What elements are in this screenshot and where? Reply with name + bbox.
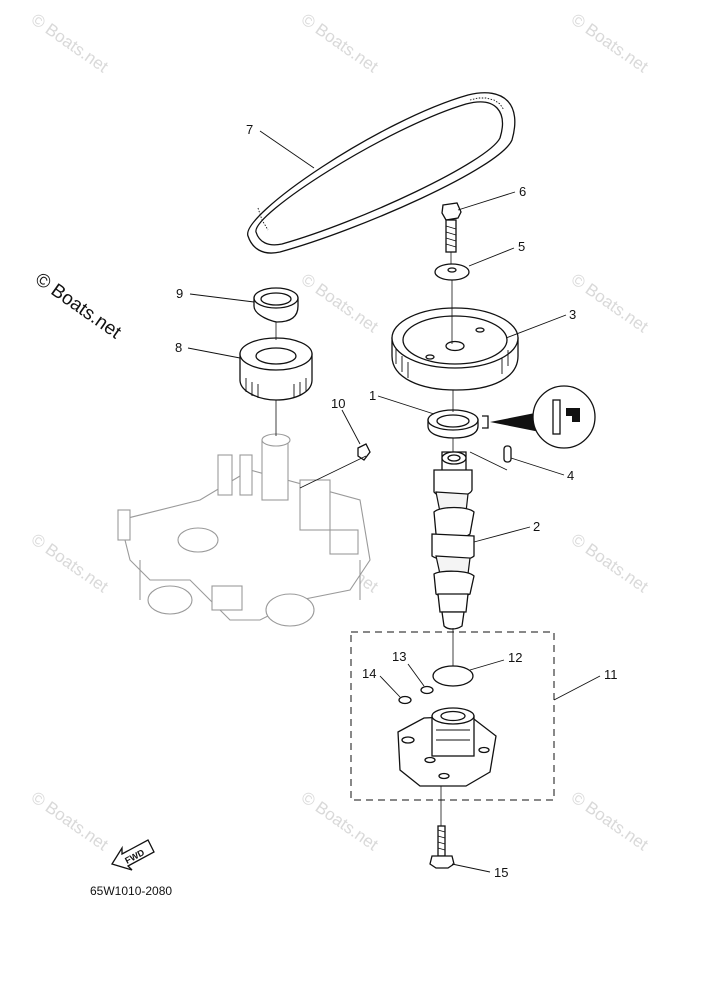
part-2-camshaft[interactable] <box>431 451 475 630</box>
callout-6[interactable]: 6 <box>519 184 526 199</box>
part-10-key[interactable] <box>357 443 371 461</box>
watermark: © Boats.net <box>298 788 382 855</box>
assembly-axes <box>275 252 508 826</box>
callout-1[interactable]: 1 <box>369 388 376 403</box>
part-1-oil-seal[interactable] <box>427 409 479 439</box>
watermark: © Boats.net <box>28 530 112 597</box>
drawing-code: 65W1010-2080 <box>90 884 172 898</box>
part-8-bearing-housing[interactable] <box>239 337 313 401</box>
watermark: © Boats.net <box>568 10 652 77</box>
callouts: 7 6 5 3 1 4 2 9 8 10 11 12 13 14 15 <box>175 122 618 880</box>
watermark: © Boats.net <box>28 10 112 77</box>
callout-14[interactable]: 14 <box>362 666 376 681</box>
callout-13[interactable]: 13 <box>392 649 406 664</box>
part-14-o-ring[interactable] <box>398 695 412 705</box>
callout-9[interactable]: 9 <box>176 286 183 301</box>
watermark: © Boats.net <box>568 270 652 337</box>
part-15-bolt[interactable] <box>429 825 455 869</box>
callout-15[interactable]: 15 <box>494 865 508 880</box>
callout-8[interactable]: 8 <box>175 340 182 355</box>
callout-12[interactable]: 12 <box>508 650 522 665</box>
callout-5[interactable]: 5 <box>518 239 525 254</box>
watermark: © Boats.net <box>568 530 652 597</box>
callout-11[interactable]: 11 <box>604 667 618 682</box>
callout-3[interactable]: 3 <box>569 307 576 322</box>
watermark: © Boats.net <box>28 788 112 855</box>
part-11-oil-pump-box <box>350 631 555 801</box>
part-12-o-ring[interactable] <box>432 665 474 687</box>
part-13-o-ring[interactable] <box>420 685 434 695</box>
part-3-camshaft-pulley[interactable] <box>391 307 519 391</box>
watermark: © Boats.net <box>298 10 382 77</box>
part-9-seal-ring[interactable] <box>253 287 299 323</box>
part-7-timing-belt[interactable] <box>247 92 516 254</box>
leader-lines <box>187 130 601 873</box>
callout-4[interactable]: 4 <box>567 468 574 483</box>
part-5-washer[interactable] <box>434 263 470 281</box>
watermark: © Boats.net <box>298 270 382 337</box>
watermark: © Boats.net <box>568 788 652 855</box>
part-11-oil-pump[interactable] <box>397 707 497 787</box>
callout-7[interactable]: 7 <box>246 122 253 137</box>
callout-2[interactable]: 2 <box>533 519 540 534</box>
fwd-arrow: FWD <box>110 839 155 871</box>
callout-10[interactable]: 10 <box>331 396 345 411</box>
copyright-text: © Boats.net <box>31 269 125 344</box>
part-4-dowel-pin[interactable] <box>503 445 512 463</box>
seal-detail-inset <box>482 385 596 449</box>
cylinder-block-ghost <box>117 433 371 627</box>
